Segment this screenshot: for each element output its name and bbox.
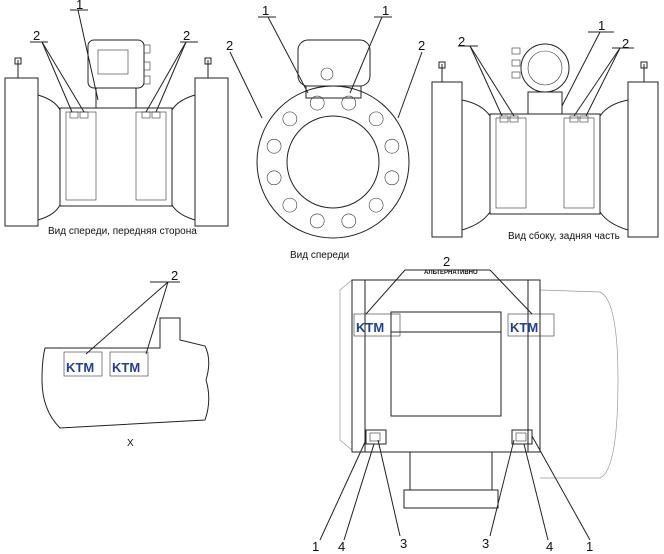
bolt-hole [309,213,325,229]
view-front-front-side: 1 2 2 Вид спереди, передняя сторона [4,0,229,237]
callout-1: 1 [312,539,319,554]
caption-side-rear: Вид сбоку, задняя часть [508,230,620,242]
bolt-hole [266,170,282,186]
callout-2: 2 [458,34,465,49]
bolt-hole [384,138,400,154]
callout-1: 1 [586,539,593,554]
caption-front: Вид спереди [290,250,349,261]
callout-2: 2 [443,254,450,269]
bolt-hole [282,197,298,213]
caption-alternative: АЛЬТЕРНАТИВНО [424,270,478,276]
callout-4: 4 [546,539,553,554]
bolt-hole [282,111,298,127]
callout-2: 2 [622,36,629,51]
bolt-hole [341,95,357,111]
caption-x: X [127,438,134,449]
bolt-hole [368,111,384,127]
view-side-rear: 1 2 2 Вид сбоку, задняя часть [431,18,659,242]
view-x: KTM KTM 2 X [41,268,210,449]
bolt-hole [368,197,384,213]
callout-2: 2 [183,28,190,43]
callout-4: 4 [338,539,345,554]
callout-1: 1 [598,18,605,33]
ktm-logo: KTM [510,320,538,335]
callout-2: 2 [171,268,178,283]
bolt-hole [341,213,357,229]
bolt-hole [309,95,325,111]
ktm-logo: KTM [356,320,384,335]
bolt-hole [384,170,400,186]
callout-2: 2 [226,38,233,53]
view-front: 1 1 2 2 Вид спереди [226,3,425,261]
callout-3: 3 [482,536,489,551]
view-alternative: KTM KTM 2 АЛЬТЕРНАТИВНО 1 4 3 3 4 1 [312,254,619,554]
callout-1: 1 [76,0,83,12]
ktm-logo: KTM [112,360,140,375]
ktm-logo: KTM [66,360,94,375]
bolt-hole [266,138,282,154]
callout-2: 2 [418,38,425,53]
callout-2: 2 [33,28,40,43]
callout-1: 1 [382,3,389,18]
callout-3: 3 [400,536,407,551]
caption-front-front-side: Вид спереди, передняя сторона [48,226,197,237]
callout-1: 1 [262,3,269,18]
